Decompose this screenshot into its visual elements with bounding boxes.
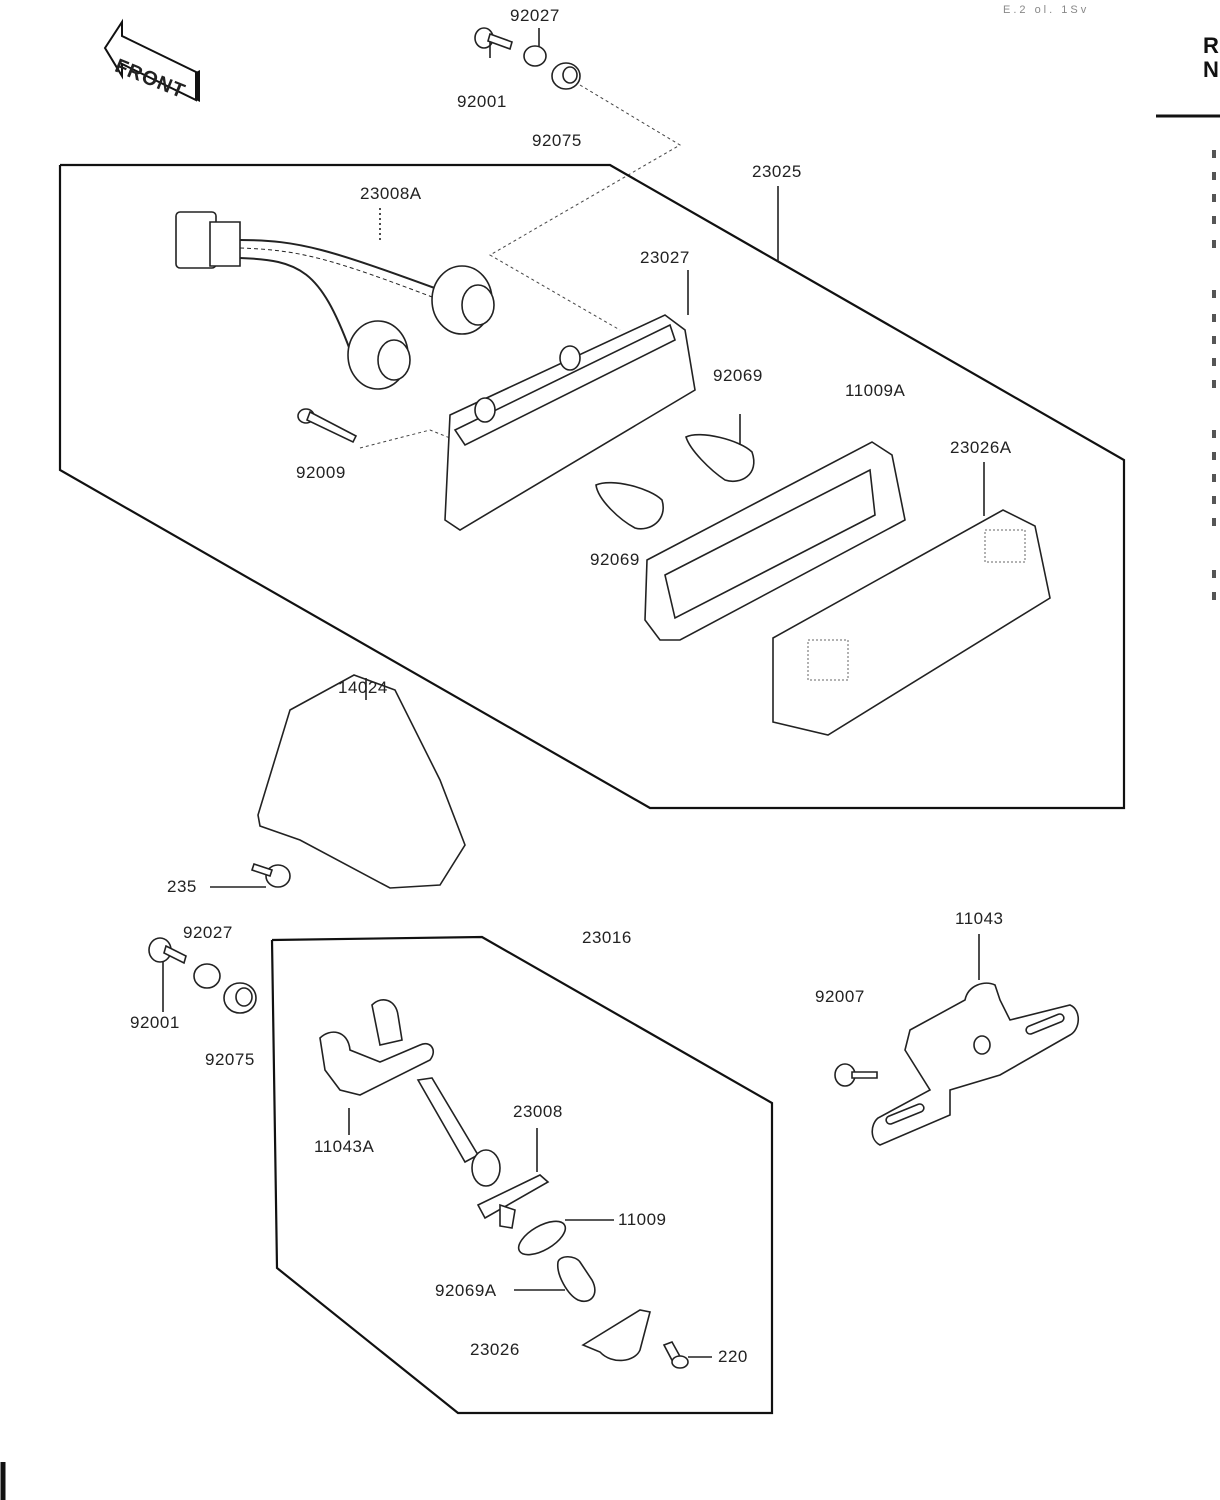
side-list-tick bbox=[1212, 474, 1216, 482]
license-bulb-92069A bbox=[514, 1257, 595, 1302]
lamp-housing-23027 bbox=[445, 270, 695, 530]
lower-collar-92027 bbox=[194, 964, 220, 988]
top-grommet-92075 bbox=[552, 63, 580, 89]
cover-screw-235 bbox=[210, 864, 290, 887]
gasket-11009A bbox=[645, 442, 905, 640]
label-92001-lower: 92001 bbox=[130, 1013, 180, 1032]
side-list-tick bbox=[1212, 216, 1216, 224]
side-list-tick bbox=[1212, 290, 1216, 298]
license-screw-220 bbox=[664, 1342, 712, 1368]
label-23026: 23026 bbox=[470, 1340, 520, 1359]
label-23008A: 23008A bbox=[360, 184, 422, 203]
right-heading-line1: R bbox=[1203, 33, 1219, 58]
lens-23026A bbox=[773, 462, 1050, 735]
label-92069-lower: 92069 bbox=[590, 550, 640, 569]
label-92075-top: 92075 bbox=[532, 131, 582, 150]
label-23026A: 23026A bbox=[950, 438, 1012, 457]
cover-14024 bbox=[258, 675, 465, 888]
label-92069-upper: 92069 bbox=[713, 366, 763, 385]
bracket-small-11043A bbox=[320, 1000, 433, 1135]
label-92027-lower: 92027 bbox=[183, 923, 233, 942]
label-92001-top: 92001 bbox=[457, 92, 507, 111]
top-bolt-92001 bbox=[475, 28, 512, 58]
right-heading-line2: N bbox=[1203, 57, 1219, 82]
label-11043: 11043 bbox=[955, 909, 1004, 928]
side-list-tick bbox=[1212, 570, 1216, 578]
label-92009: 92009 bbox=[296, 463, 346, 482]
label-92069A: 92069A bbox=[435, 1281, 497, 1300]
page-reference-faint: E.2 ol. 1Sv bbox=[1003, 4, 1090, 16]
side-list-tick bbox=[1212, 592, 1216, 600]
side-list-tick bbox=[1212, 150, 1216, 158]
screw-92009 bbox=[298, 409, 356, 442]
label-11009: 11009 bbox=[618, 1210, 667, 1229]
side-list-tick bbox=[1212, 336, 1216, 344]
lower-bolt-92001 bbox=[149, 938, 186, 1012]
label-235: 235 bbox=[167, 877, 197, 896]
side-list-tick bbox=[1212, 240, 1216, 248]
bulb-lower-92069 bbox=[596, 483, 663, 529]
label-92007: 92007 bbox=[815, 987, 865, 1006]
label-92075-lower: 92075 bbox=[205, 1050, 255, 1069]
label-220: 220 bbox=[718, 1347, 748, 1366]
side-list-tick bbox=[1212, 452, 1216, 460]
side-list-tick bbox=[1212, 194, 1216, 202]
label-14024: 14024 bbox=[338, 678, 388, 697]
label-11043A: 11043A bbox=[314, 1137, 375, 1156]
label-23008: 23008 bbox=[513, 1102, 563, 1121]
side-list-tick bbox=[1212, 518, 1216, 526]
side-list-tick bbox=[1212, 172, 1216, 180]
label-23027: 23027 bbox=[640, 248, 690, 267]
lower-grommet-92075 bbox=[224, 983, 256, 1013]
label-11009A: 11009A bbox=[845, 381, 906, 400]
license-lamp-assy-frame bbox=[272, 937, 772, 1413]
bulb-upper-92069 bbox=[686, 414, 754, 481]
side-list-tick bbox=[1212, 380, 1216, 388]
label-23016: 23016 bbox=[582, 928, 632, 947]
side-list-tick bbox=[1212, 430, 1216, 438]
side-list-tick bbox=[1212, 358, 1216, 366]
label-92027-top: 92027 bbox=[510, 6, 560, 25]
bracket-11043 bbox=[872, 934, 1078, 1145]
socket-harness-23008A bbox=[176, 208, 494, 389]
side-list-tick bbox=[1212, 314, 1216, 322]
top-collar-92027 bbox=[524, 28, 546, 66]
tail-lamp-assy-frame bbox=[60, 165, 1124, 808]
label-23025: 23025 bbox=[752, 162, 802, 181]
license-lens-23026 bbox=[583, 1310, 650, 1360]
license-socket-23008 bbox=[418, 1078, 548, 1228]
front-arrow-icon bbox=[105, 22, 200, 102]
side-list-tick bbox=[1212, 496, 1216, 504]
license-gasket-11009 bbox=[513, 1215, 614, 1262]
bolt-92007 bbox=[835, 1064, 877, 1086]
